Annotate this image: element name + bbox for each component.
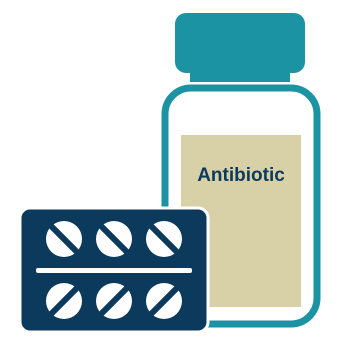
pill-icon [46, 283, 82, 319]
pill-icon [96, 221, 132, 257]
pill-icon [46, 221, 82, 257]
bottle-label-text: Antibiotic [197, 165, 285, 186]
bottle-neck [190, 70, 290, 82]
pill-score-line [48, 223, 80, 255]
pill-score-line [148, 223, 180, 255]
blister-pack-icon [18, 206, 210, 334]
pill-score-line [98, 223, 130, 255]
blister-divider [36, 268, 192, 273]
pill-score-line [48, 285, 80, 317]
pill-icon [96, 283, 132, 319]
bottle-cap [175, 13, 305, 73]
pill-group [46, 221, 182, 319]
pill-icon [146, 221, 182, 257]
pill-icon [146, 283, 182, 319]
pill-score-line [148, 285, 180, 317]
pill-score-line [98, 285, 130, 317]
